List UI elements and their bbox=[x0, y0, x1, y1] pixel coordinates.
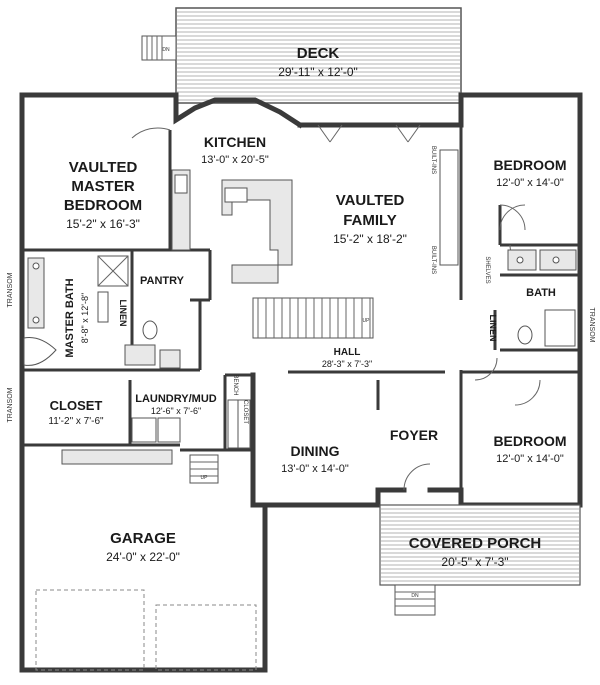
transom-left-bottom-label: TRANSOM bbox=[7, 387, 14, 422]
bedroom2-dimensions: 12'-0" x 14'-0" bbox=[496, 453, 564, 465]
hall-name: HALL bbox=[334, 347, 361, 358]
bath-name: BATH bbox=[526, 287, 556, 299]
builtins-bottom-label: BUILT-INS bbox=[430, 246, 436, 274]
bath-fixtures bbox=[507, 249, 577, 347]
master-name-line2: MASTER bbox=[71, 178, 135, 195]
master-bath-dimensions: 8'-8" x 12'-8" bbox=[80, 293, 90, 343]
bedroom2-name: BEDROOM bbox=[493, 433, 566, 449]
laundry-dimensions: 12'-6" x 7'-6" bbox=[151, 406, 201, 416]
shelves-label: SHELVES bbox=[484, 256, 490, 283]
dining-dimensions: 13'-0" x 14'-0" bbox=[281, 463, 349, 475]
dining-name: DINING bbox=[291, 443, 340, 459]
interior-walls bbox=[22, 125, 580, 490]
garage-doors bbox=[35, 589, 257, 671]
deck-dimensions: 29'-11" x 12'-0" bbox=[278, 65, 358, 79]
garage-stairs-up-label: UP bbox=[201, 475, 209, 481]
garage-stairs: UP bbox=[61, 449, 219, 484]
porch-stairs-dn-label: DN bbox=[411, 593, 419, 599]
family-dimensions: 15'-2" x 18'-2" bbox=[333, 232, 407, 246]
closet-name: CLOSET bbox=[50, 398, 103, 413]
small-closet-label: CLOSET bbox=[242, 400, 248, 424]
kitchen-bay-window bbox=[173, 92, 464, 143]
garage-name: GARAGE bbox=[110, 530, 176, 547]
porch-area: DN bbox=[379, 504, 581, 616]
master-name-line3: BEDROOM bbox=[64, 197, 142, 214]
linen2-name: LINEN bbox=[488, 315, 498, 342]
family-name-line2: FAMILY bbox=[343, 212, 397, 229]
porch-dimensions: 20'-5" x 7'-3" bbox=[441, 555, 508, 569]
family-name-line1: VAULTED bbox=[336, 192, 405, 209]
hall-dimensions: 28'-3" x 7'-3" bbox=[322, 359, 372, 369]
porch-name: COVERED PORCH bbox=[409, 535, 542, 552]
main-stairs: UP bbox=[252, 297, 374, 339]
builtins-top-label: BUILT-INS bbox=[430, 146, 436, 174]
master-dimensions: 15'-2" x 16'-3" bbox=[66, 217, 140, 231]
pantry-name: PANTRY bbox=[140, 275, 185, 287]
deck-name: DECK bbox=[297, 45, 340, 62]
master-bath-fixtures bbox=[23, 255, 158, 366]
foyer-name: FOYER bbox=[390, 427, 438, 443]
garage-dimensions: 24'-0" x 22'-0" bbox=[106, 550, 180, 564]
deck-stairs: DN bbox=[141, 35, 177, 61]
linen1-name: LINEN bbox=[118, 300, 128, 327]
kitchen-counters bbox=[171, 169, 293, 284]
bench-label: BENCH bbox=[232, 374, 238, 395]
transom-right-label: TRANSOM bbox=[588, 308, 595, 343]
main-stairs-up-label: UP bbox=[363, 318, 371, 324]
deck-area bbox=[175, 7, 462, 104]
deck-stairs-dn-label: DN bbox=[162, 47, 170, 53]
laundry-name: LAUNDRY/MUD bbox=[135, 393, 217, 405]
master-bath-name: MASTER BATH bbox=[64, 278, 76, 357]
master-name-line1: VAULTED bbox=[69, 159, 138, 176]
laundry-fixtures bbox=[131, 349, 251, 449]
closet-dimensions: 11'-2" x 7'-6" bbox=[48, 416, 104, 427]
transom-left-top-label: TRANSOM bbox=[7, 272, 14, 307]
kitchen-dimensions: 13'-0" x 20'-5" bbox=[201, 154, 269, 166]
bedroom1-dimensions: 12'-0" x 14'-0" bbox=[496, 177, 564, 189]
bedroom1-name: BEDROOM bbox=[493, 157, 566, 173]
kitchen-name: KITCHEN bbox=[204, 134, 266, 150]
